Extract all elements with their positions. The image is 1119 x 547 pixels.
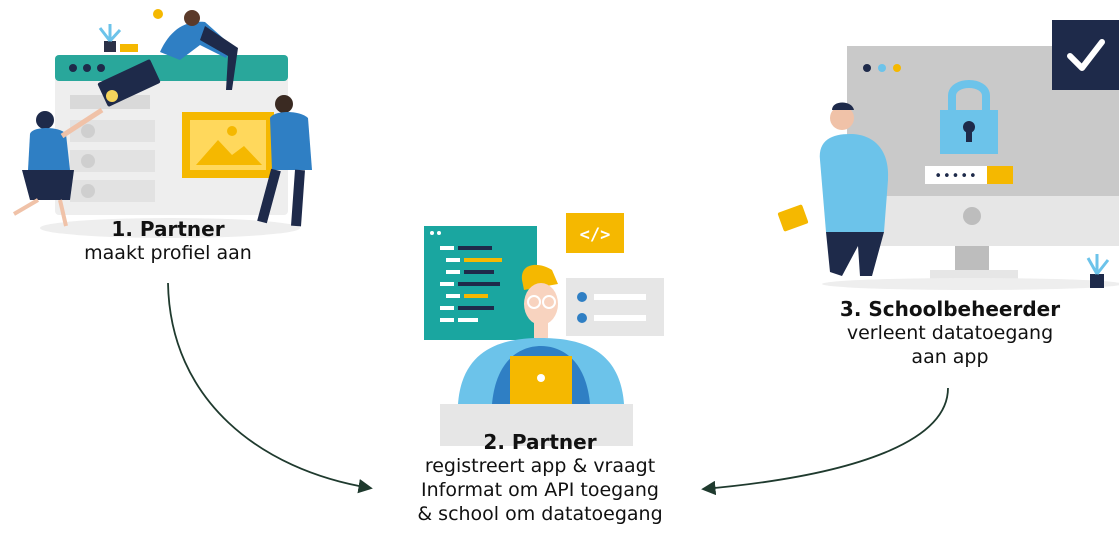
password-mask: ••••• bbox=[934, 169, 977, 184]
step-1-label: 1. Partner maakt profiel aan bbox=[38, 217, 298, 265]
step-2-line-1: registreert app & vraagt bbox=[424, 455, 656, 477]
checkmark-icon bbox=[1067, 39, 1105, 71]
admin-illustration: ••••• bbox=[777, 20, 1119, 290]
step-2-label: 2. Partner registreert app & vraagt Info… bbox=[360, 430, 720, 526]
step-2-title: 2. Partner bbox=[483, 430, 597, 454]
padlock-icon bbox=[940, 80, 998, 154]
step-3-label: 3. Schoolbeheerder verleent datatoegang … bbox=[800, 297, 1100, 369]
code-brackets-icon bbox=[566, 213, 624, 253]
developer-illustration: </> bbox=[424, 213, 664, 446]
code-glyph: </> bbox=[580, 225, 611, 245]
profile-illustration bbox=[12, 9, 312, 238]
checkmark-badge bbox=[1052, 20, 1119, 90]
arrow-step1-to-step2 bbox=[167, 282, 373, 494]
step-2-line-2: Informat om API toegang bbox=[421, 479, 659, 501]
password-field bbox=[925, 166, 987, 184]
arrow-step3-to-step2 bbox=[701, 387, 949, 496]
step-2-line-3: & school om datatoegang bbox=[417, 503, 663, 525]
step-3-title: 3. Schoolbeheerder bbox=[839, 297, 1061, 321]
step-1-line-1: maakt profiel aan bbox=[84, 242, 252, 264]
step-1-title: 1. Partner bbox=[111, 217, 225, 241]
step-3-line-2: aan app bbox=[911, 346, 989, 368]
step-3-line-1: verleent datatoegang bbox=[846, 322, 1054, 344]
